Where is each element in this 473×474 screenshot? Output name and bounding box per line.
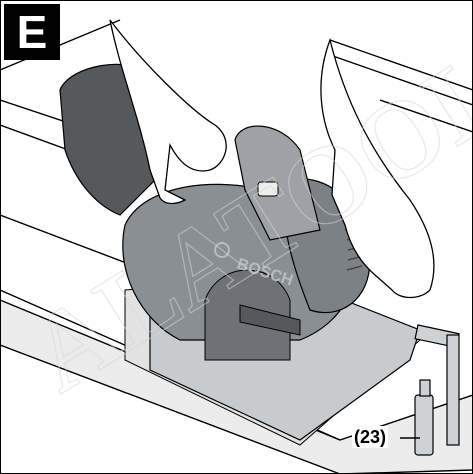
brand-logo-mark	[214, 242, 230, 258]
hands	[109, 19, 435, 299]
hand-right-icon	[320, 37, 435, 299]
depth-lever	[239, 304, 301, 336]
hand-left-icon	[109, 19, 227, 205]
clamp-knob	[419, 379, 431, 397]
clamp-rod	[446, 334, 460, 446]
screw-clamp	[414, 324, 460, 456]
circular-saw: BOSCH	[59, 63, 421, 441]
lock-button	[257, 181, 279, 197]
callout-label: (23)	[352, 426, 389, 448]
figure-letter-badge: E	[4, 4, 60, 60]
